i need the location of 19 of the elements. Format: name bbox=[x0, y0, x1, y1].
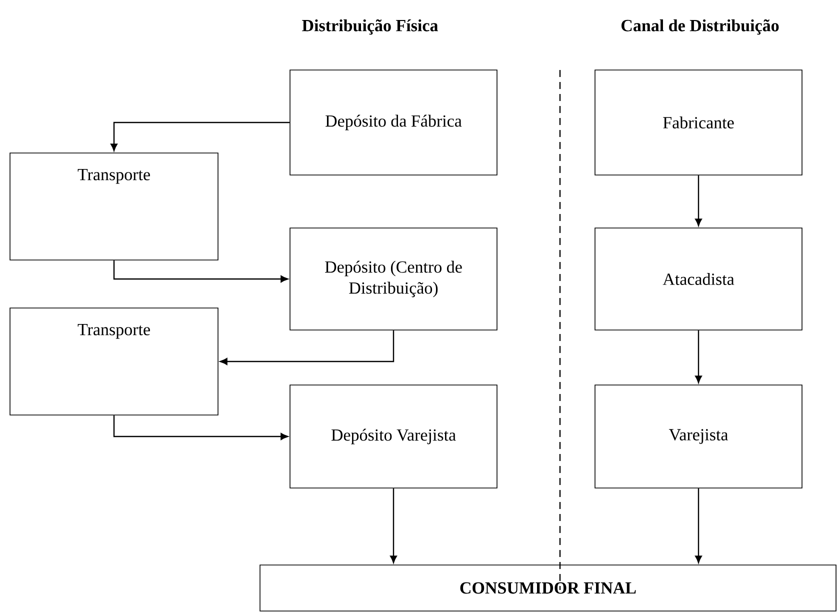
process-box: Transporte bbox=[10, 152, 218, 260]
arrow bbox=[113, 260, 288, 282]
process-box: Atacadista bbox=[594, 228, 802, 330]
arrow bbox=[220, 330, 394, 365]
arrow bbox=[113, 415, 288, 440]
arrow bbox=[695, 175, 702, 226]
process-box: Depósito (Centro de Distribuição) bbox=[290, 228, 498, 330]
arrow bbox=[695, 330, 702, 384]
column-heading: Distribuição Física bbox=[302, 19, 438, 35]
process-box: CONSUMIDOR FINAL bbox=[260, 564, 836, 612]
process-box: Transporte bbox=[10, 308, 218, 416]
arrow bbox=[390, 488, 397, 564]
process-box: Depósito Varejista bbox=[290, 384, 498, 488]
arrow bbox=[110, 122, 290, 152]
process-box: Varejista bbox=[594, 384, 802, 488]
process-box: Fabricante bbox=[594, 70, 802, 176]
process-box: Depósito da Fábrica bbox=[290, 70, 498, 176]
column-heading: Canal de Distribuição bbox=[622, 19, 779, 35]
arrow bbox=[695, 488, 702, 564]
